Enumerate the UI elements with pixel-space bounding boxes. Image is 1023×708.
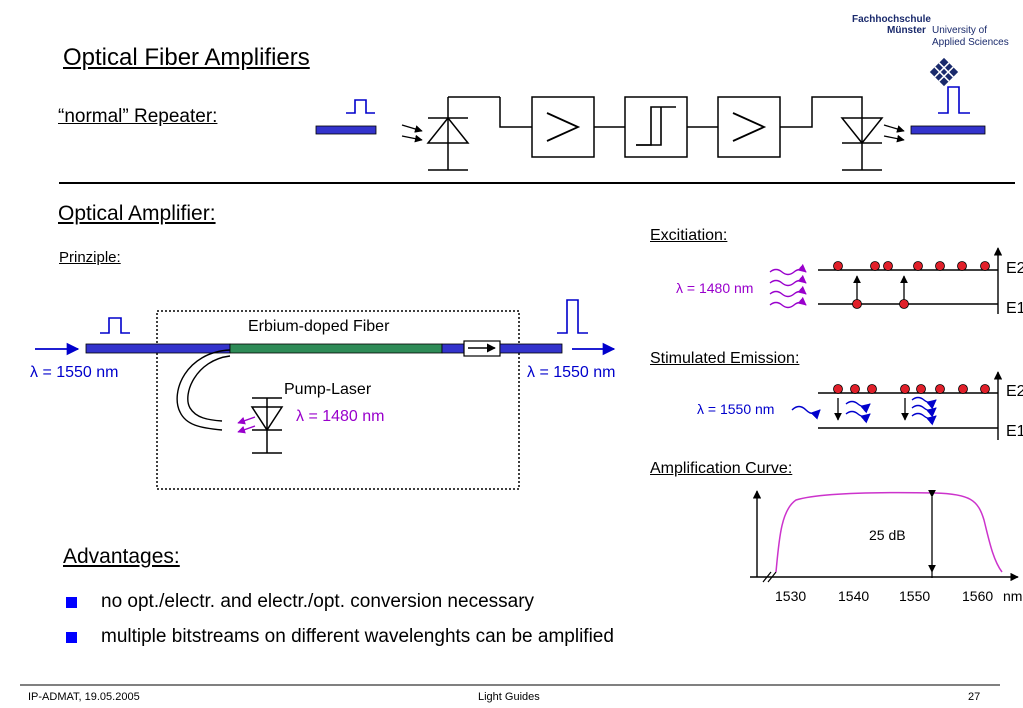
square-bullet-icon	[66, 597, 77, 608]
input-fiber	[85, 343, 231, 354]
footer-center: Light Guides	[478, 691, 540, 703]
repeater-label: “normal” Repeater:	[58, 106, 218, 127]
axis-unit-label: nm	[1003, 588, 1023, 604]
page-number: 27	[968, 691, 981, 703]
tick-label: 1560	[962, 588, 994, 604]
repeater-input-fiber	[315, 125, 377, 135]
advantage-item: multiple bitstreams on different wavelen…	[101, 626, 614, 647]
square-bullet-icon	[66, 632, 77, 643]
stimulated-heading: Stimulated Emission:	[650, 350, 800, 367]
excitation-heading: Excitiation:	[650, 227, 728, 244]
logo-line-1: Fachhochschule	[852, 14, 931, 25]
laser-diode-icon	[780, 96, 884, 171]
stimulated-level-lower: E1	[1006, 423, 1023, 440]
schmitt-trigger-box	[624, 96, 688, 158]
excitation-level-upper: E2	[1006, 260, 1023, 277]
excitation-level-lower: E1	[1006, 300, 1023, 317]
logo-line-4: Applied Sciences	[932, 37, 1009, 48]
output-pulse-icon	[938, 86, 970, 114]
pump-wavelength-label: λ = 1480 nm	[296, 408, 385, 425]
photodiode-icon	[426, 96, 532, 171]
diamond-grid-icon	[929, 57, 959, 87]
gain-curve	[775, 491, 1003, 573]
output-fiber-a	[441, 343, 465, 354]
footer-left: IP-ADMAT, 19.05.2005	[28, 691, 140, 703]
input-pulse-icon	[346, 99, 375, 114]
tick-label: 1540	[838, 588, 870, 604]
excitation-wavelength: λ = 1480 nm	[676, 280, 754, 296]
erbium-fiber-label: Erbium-doped Fiber	[248, 318, 390, 335]
output-wavelength-label: λ = 1550 nm	[527, 364, 616, 381]
signal-wave-icon	[791, 396, 937, 426]
pump-laser-label: Pump-Laser	[284, 381, 372, 398]
tick-label: 1530	[775, 588, 807, 604]
stimulated-wavelength: λ = 1550 nm	[697, 401, 775, 417]
input-wavelength-label: λ = 1550 nm	[30, 364, 119, 381]
gain-label: 25 dB	[869, 527, 906, 543]
tick-label: 1550	[899, 588, 931, 604]
stimulated-emission-diagram	[791, 371, 1003, 440]
erbium-fiber	[229, 343, 443, 354]
pump-laser-icon	[250, 397, 284, 454]
logo-line-3: University of	[932, 25, 988, 36]
amplifier-dotted-frame	[156, 310, 520, 490]
output-fiber-b	[499, 343, 563, 354]
advantage-item: no opt./electr. and electr./opt. convers…	[101, 591, 535, 612]
amplifier-box-1	[531, 96, 595, 158]
repeater-output-fiber	[910, 125, 986, 135]
excitation-diagram	[769, 247, 1003, 314]
amplification-heading: Amplification Curve:	[650, 460, 793, 477]
advantages-heading: Advantages:	[63, 545, 180, 568]
amplifier-box-2	[717, 96, 781, 158]
principle-output-pulse-icon	[557, 299, 588, 334]
principle-label: Prinziple:	[59, 249, 121, 266]
amplification-curve-chart	[750, 489, 1019, 583]
coupler-fiber	[176, 349, 231, 431]
principle-input-pulse-icon	[100, 317, 130, 334]
logo-line-2: Münster	[887, 25, 926, 36]
pump-wave-icon	[769, 263, 807, 309]
page-title: Optical Fiber Amplifiers	[63, 44, 310, 71]
optical-amplifier-heading: Optical Amplifier:	[58, 202, 216, 225]
stimulated-level-upper: E2	[1006, 383, 1023, 400]
